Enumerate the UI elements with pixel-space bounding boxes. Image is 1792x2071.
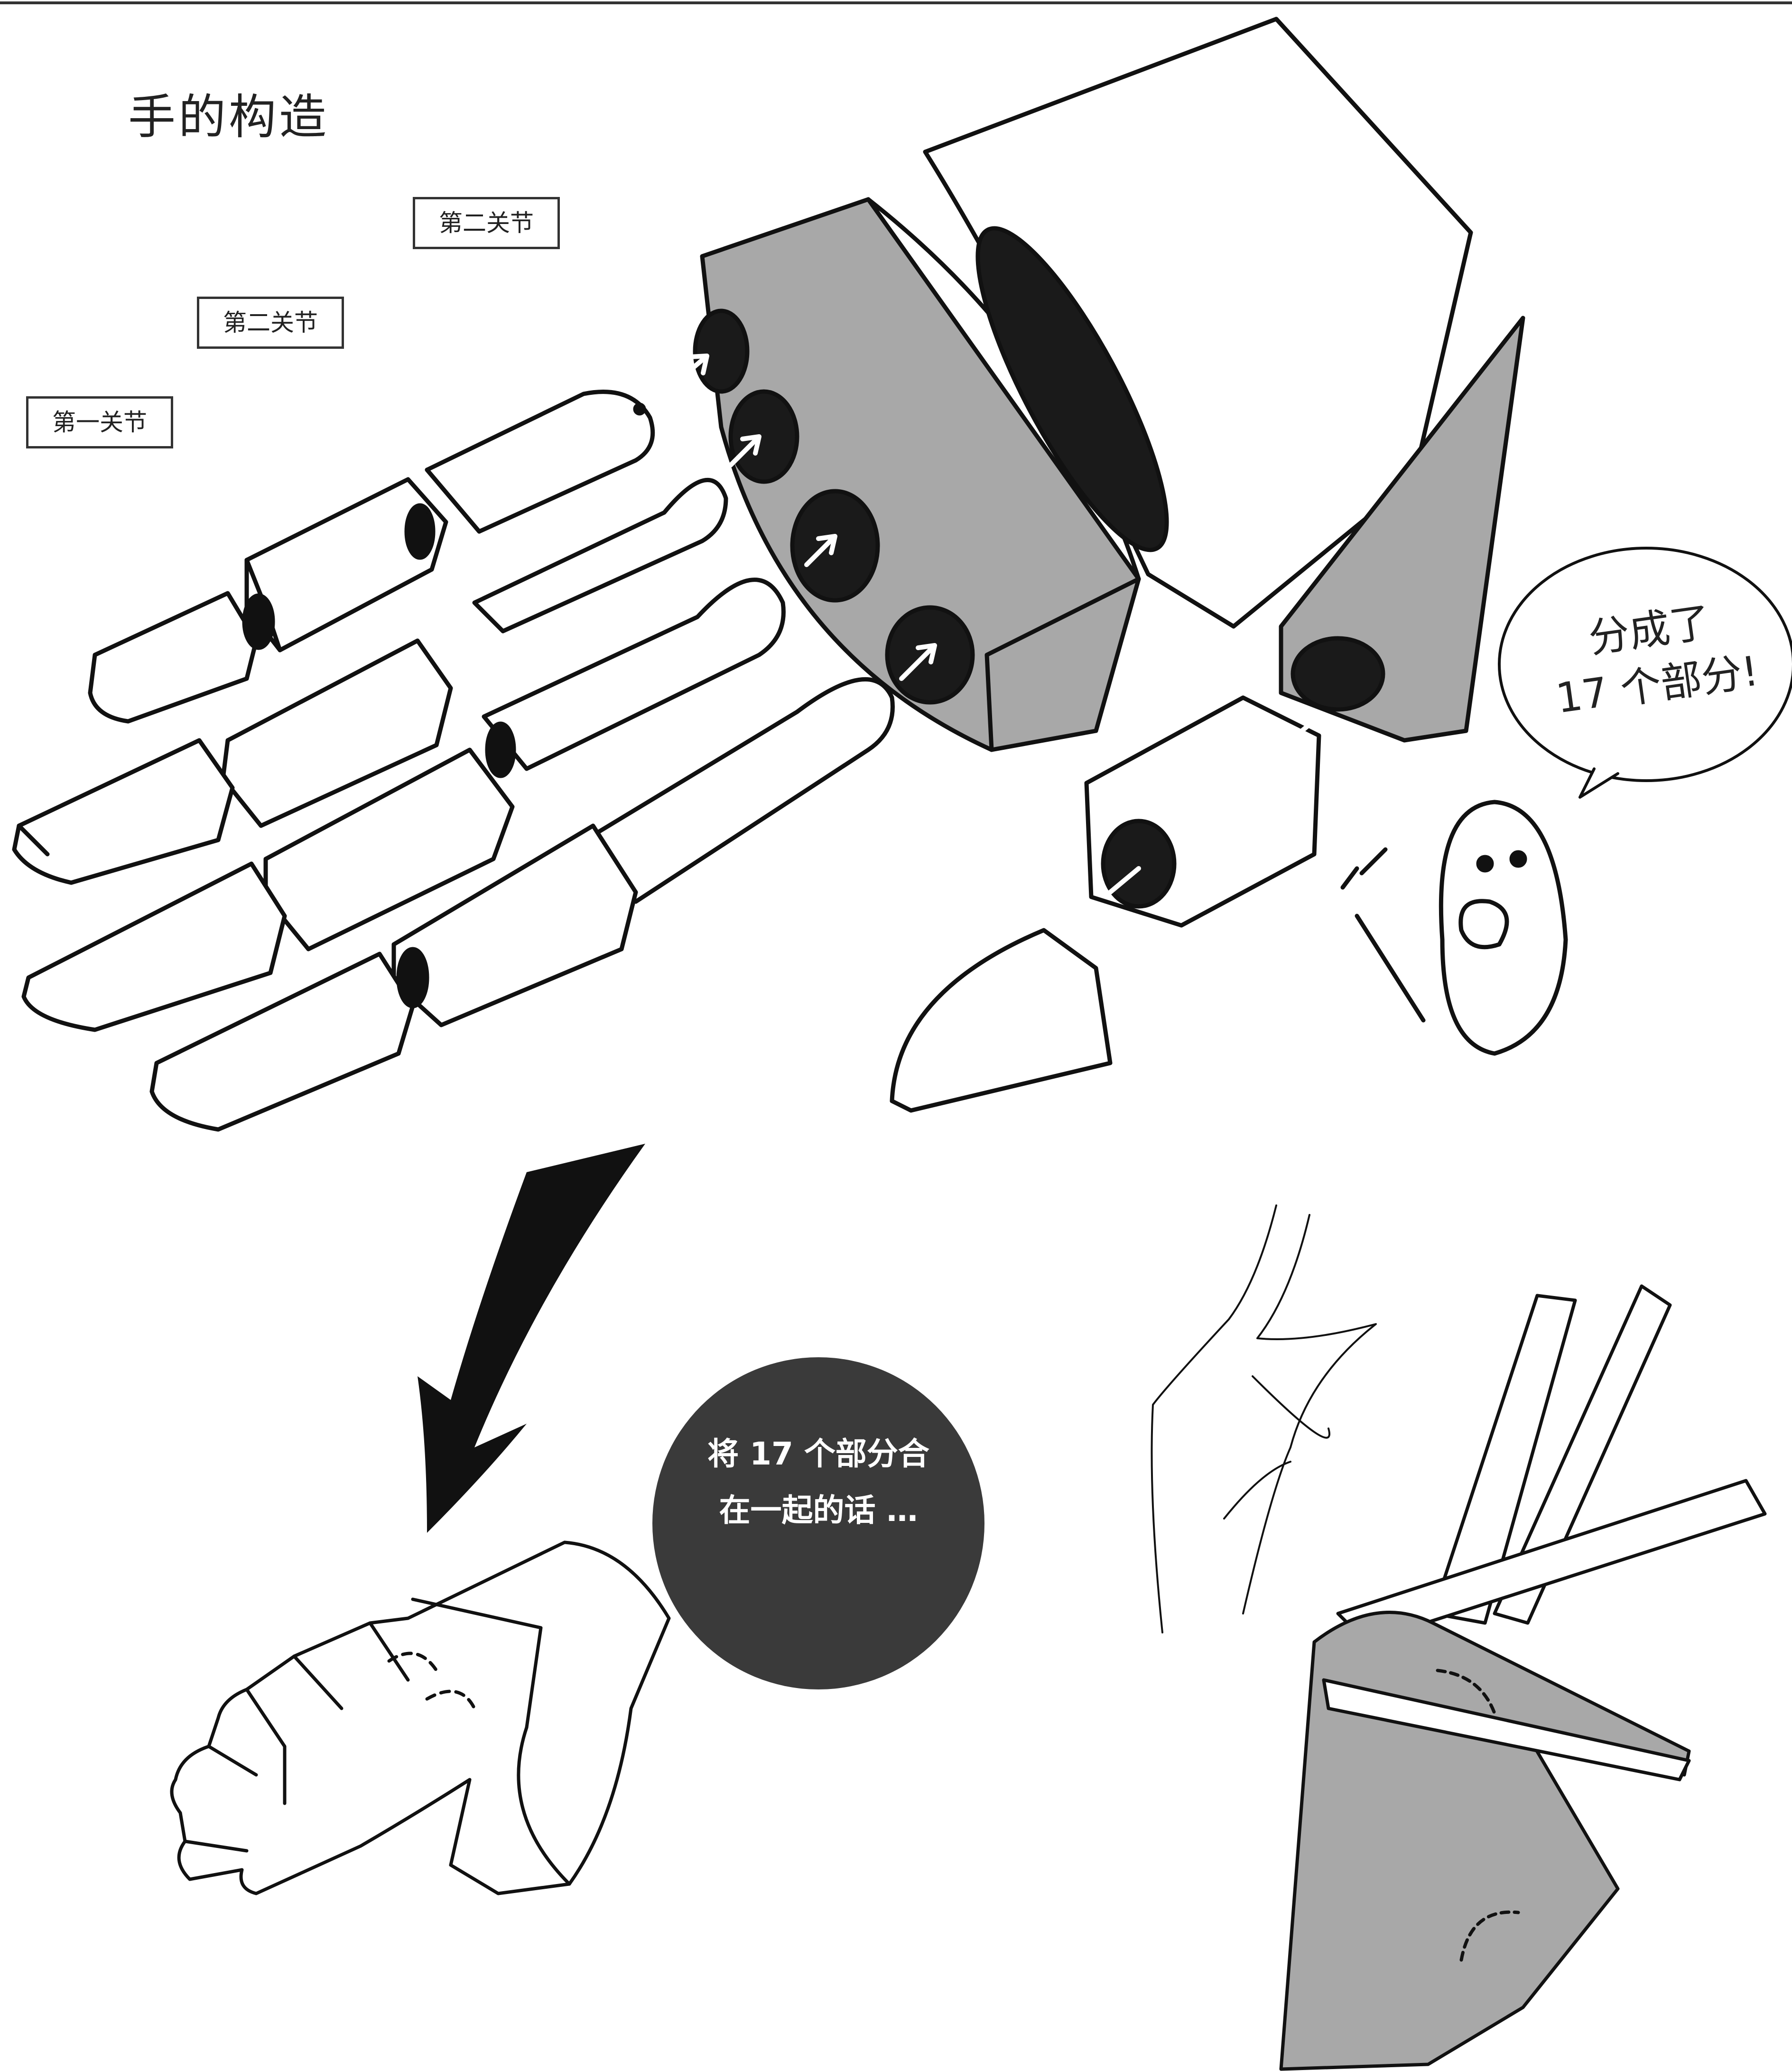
ring-base: [24, 864, 285, 1030]
page-title: 手的构造: [128, 78, 329, 147]
hand-sketch: [1152, 1205, 1376, 1633]
hand-block-diagram: [1281, 1286, 1765, 2069]
assembled-hand: [172, 1542, 669, 1894]
label-second-joint: 第二关节: [197, 297, 344, 349]
big-down-arrow: [418, 1144, 645, 1533]
circle-caption-line-1: 将 17 个部分合: [655, 1426, 982, 1483]
middle-base: [14, 740, 232, 883]
thumb-tip: [892, 930, 1110, 1110]
label-second-joint-top: 第二关节: [413, 197, 560, 249]
circle-caption: 将 17 个部分合 在一起的话 …: [655, 1426, 982, 1539]
label-first-joint: 第一关节: [26, 396, 173, 448]
circle-caption-line-2: 在一起的话 …: [655, 1483, 982, 1539]
index-base: [90, 593, 256, 721]
mascot-character: [1343, 802, 1566, 1054]
